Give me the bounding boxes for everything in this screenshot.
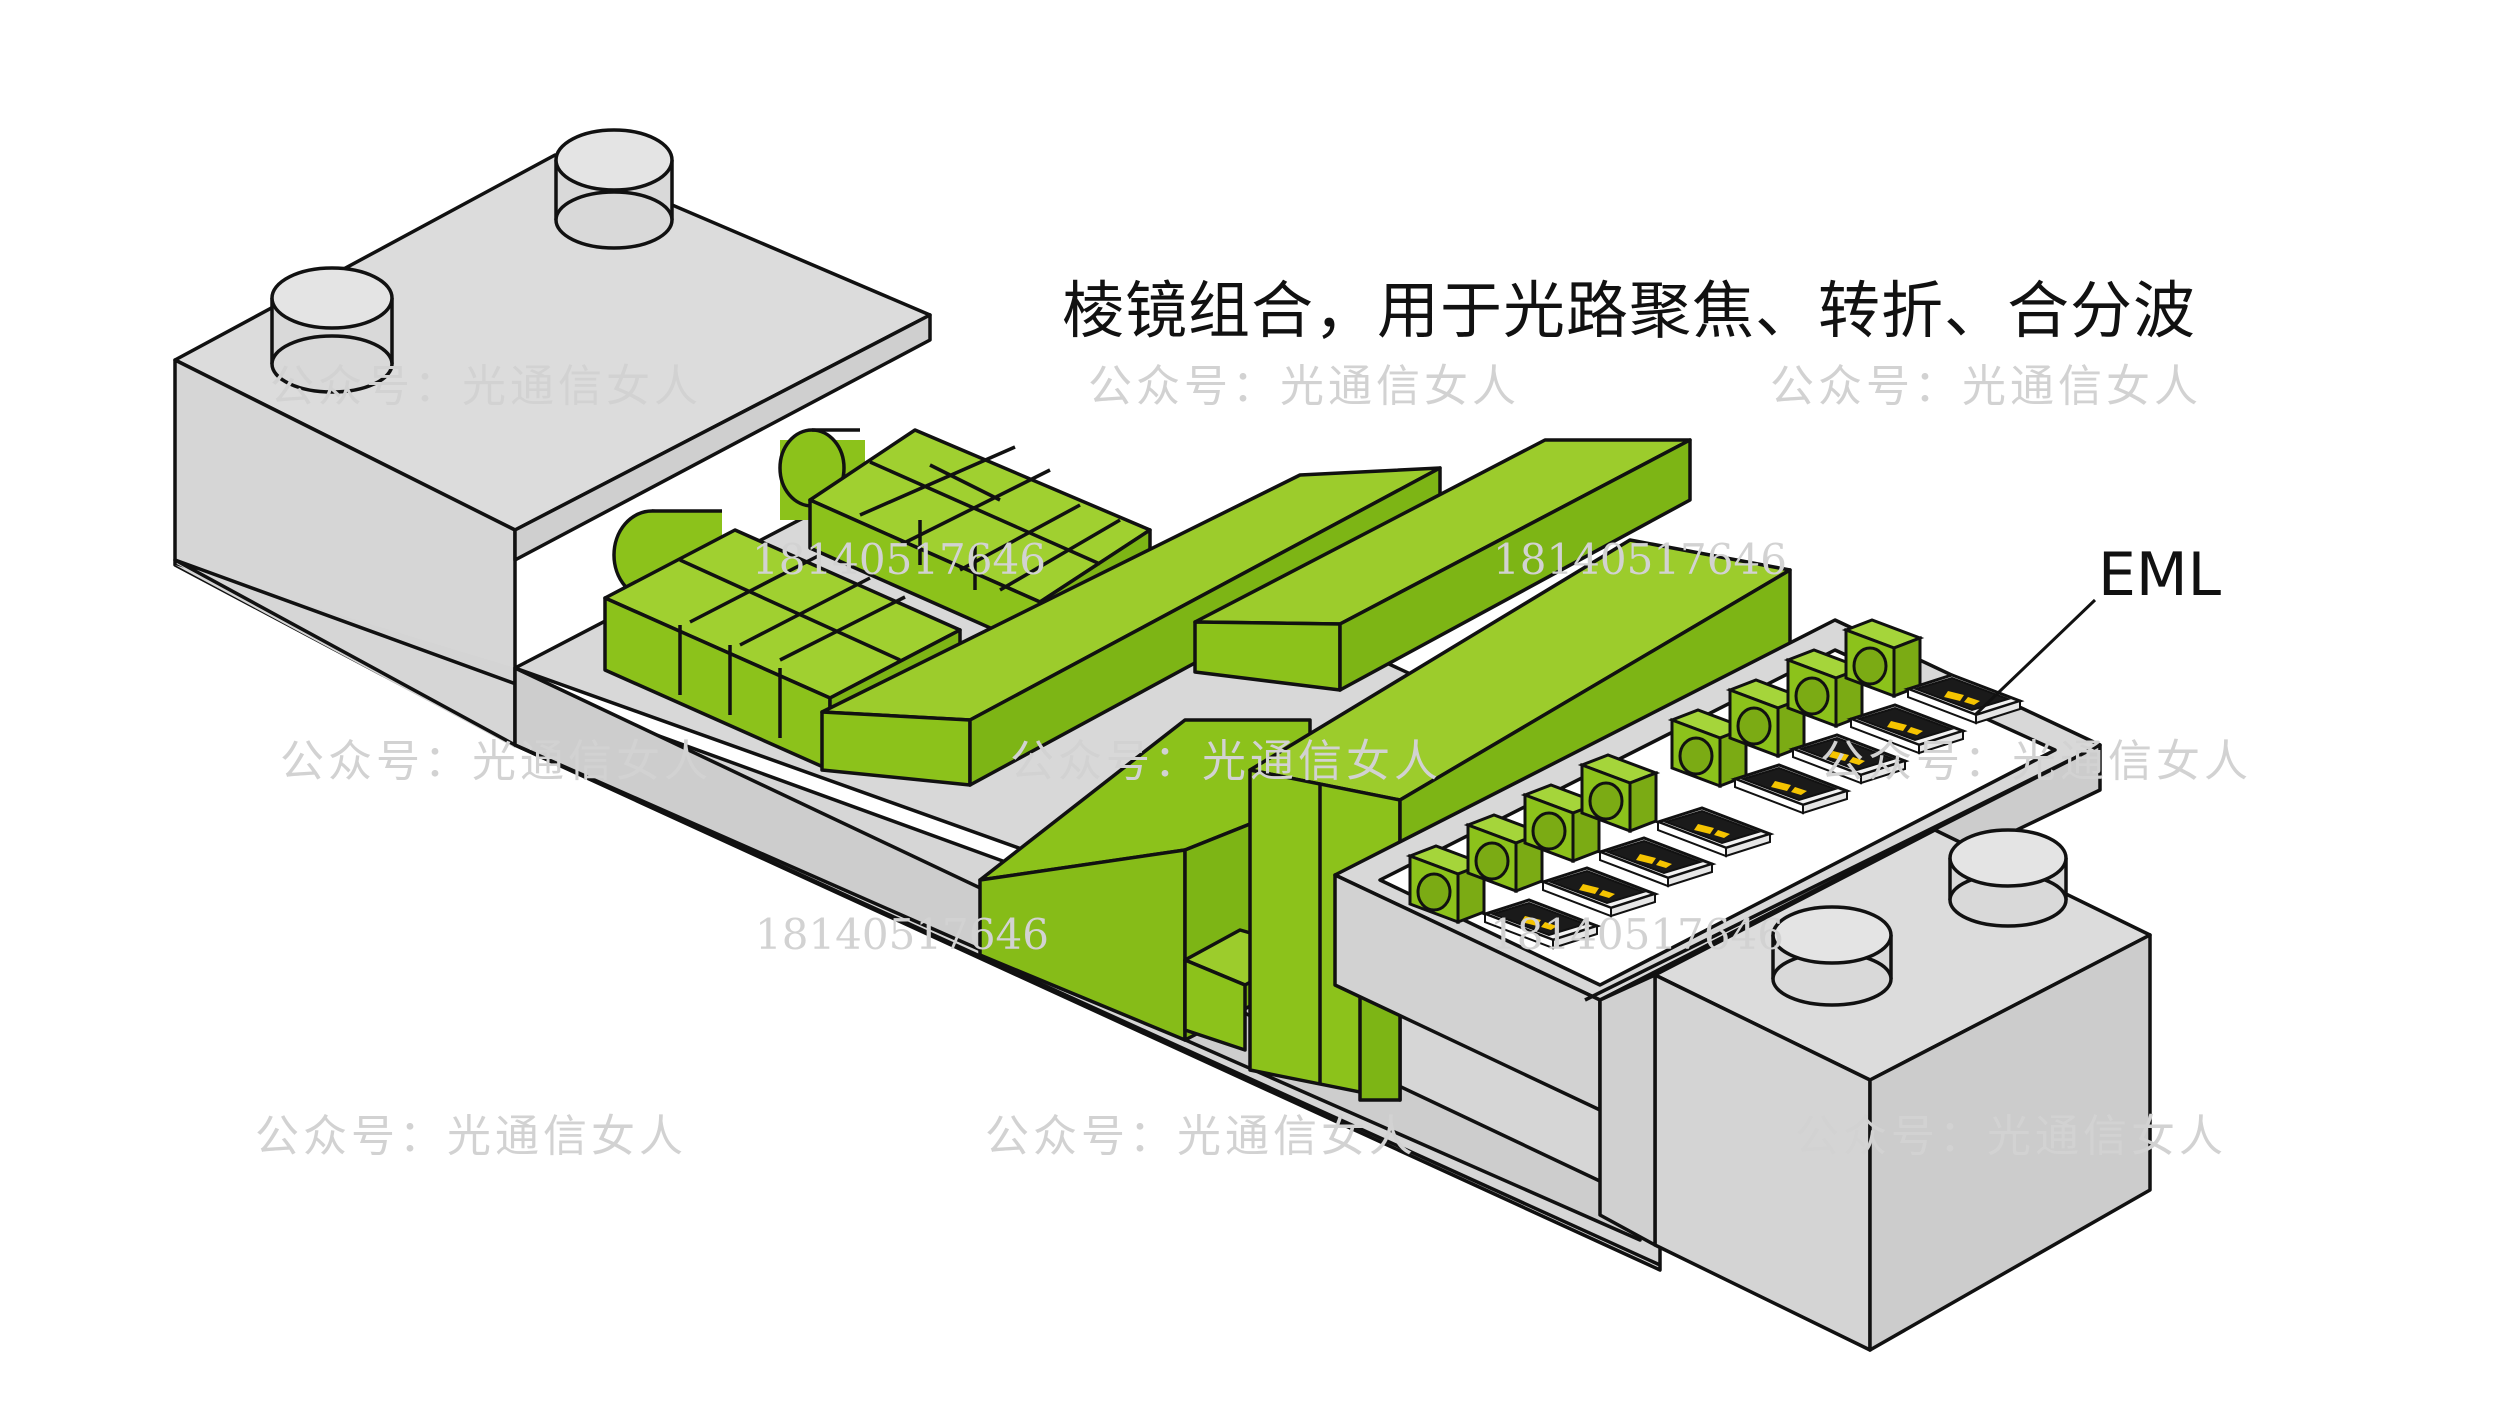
- left-housing-block: [173, 153, 932, 747]
- watermark-account: 公众号：光通信女人: [1770, 361, 2202, 412]
- peg-right-top: [1948, 828, 2068, 928]
- watermark-phone: 18140517646: [1490, 910, 1784, 959]
- right-housing-pegs: [1771, 828, 2068, 1007]
- watermark-account: 公众号：光通信女人: [1820, 736, 2252, 787]
- prism-combination-label: 棱镜组合，用于光路聚焦、转折、合分波: [1062, 274, 2197, 347]
- watermark-account: 公众号：光通信女人: [1010, 736, 1442, 787]
- watermark-account: 公众号：光通信女人: [985, 1111, 1417, 1162]
- left-housing-pegs: [270, 128, 674, 394]
- peg-right-left: [1771, 905, 1893, 1007]
- watermark-account: 公众号：光通信女人: [270, 361, 702, 412]
- peg-top: [554, 128, 674, 250]
- peg-left: [270, 266, 394, 394]
- watermark-phone: 18140517646: [752, 535, 1046, 584]
- combiner-prism: [978, 718, 1312, 1052]
- watermark-account: 公众号：光通信女人: [255, 1111, 687, 1162]
- watermark-account: 公众号：光通信女人: [1088, 361, 1520, 412]
- eml-label: EML: [2098, 540, 2222, 610]
- prism-bar-2: [1193, 438, 1692, 692]
- filter-block-back: [808, 428, 1152, 652]
- watermark-phone: 18140517646: [1493, 535, 1787, 584]
- watermark-account: 公众号：光通信女人: [280, 736, 712, 787]
- watermark-phone: 18140517646: [755, 910, 1049, 959]
- eml-leader-line: [1973, 598, 2097, 717]
- watermark-account: 公众号：光通信女人: [1795, 1111, 2227, 1162]
